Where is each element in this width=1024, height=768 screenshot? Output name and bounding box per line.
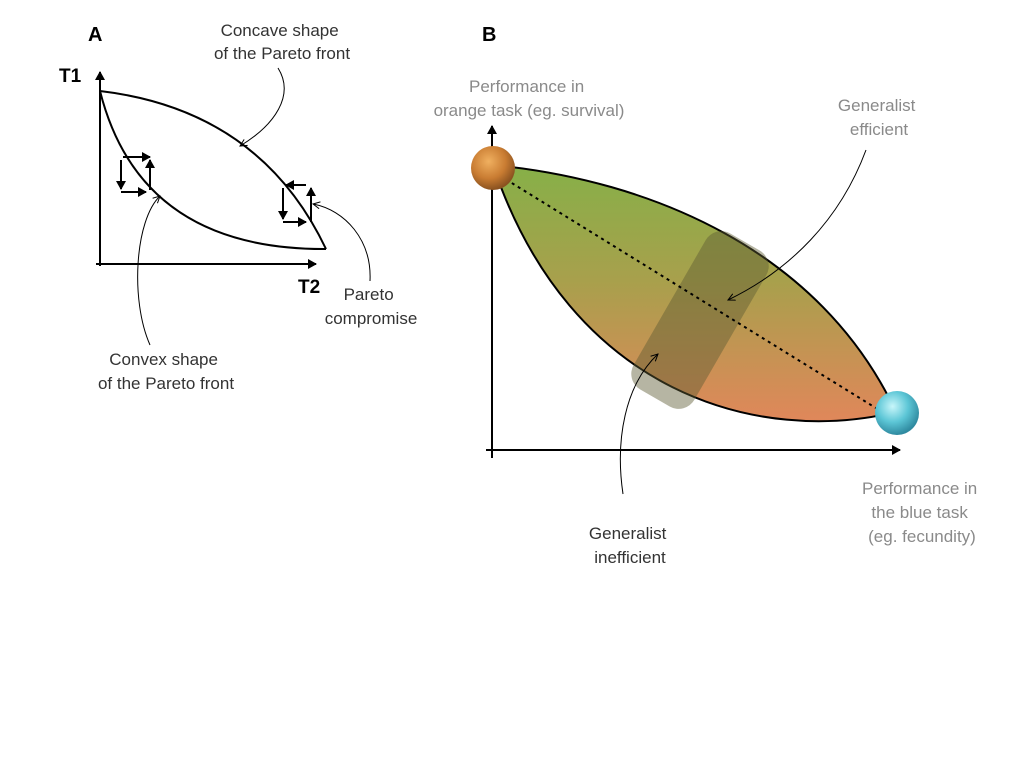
panel-a-x-axis-label: T2 [298,277,320,298]
panel-a-concave-label: Concave shape of the Pareto front [214,21,350,63]
panel-b-inefficient-leader [619,354,658,495]
panel-a: A T1 T2 Concave shape of the Pareto fron… [59,21,417,393]
panel-a-y-axis-label: T1 [59,66,82,87]
generalist-inefficient-label: Generalist inefficient [589,524,671,567]
panel-b-generalist-band [631,231,769,409]
panel-b-efficient-leader [728,149,867,300]
panel-b-linear-tradeoff [493,171,893,419]
panel-a-convex-leader [137,196,160,346]
panel-a-compromise-arrows-right [278,180,316,227]
panel-b: B Performance in orange task (eg. surviv… [434,24,982,567]
panel-a-concave-front [99,90,327,250]
panel-a-compromise-arrows-left [116,152,155,197]
panel-b-letter: B [482,24,496,46]
panel-a-convex-label: Convex shape of the Pareto front [98,350,234,393]
panel-a-concave-leader [240,67,285,146]
blue-task-label: Performance in the blue task (eg. fecund… [862,479,982,546]
panel-a-convex-front [99,90,327,251]
panel-a-letter: A [88,24,102,46]
blue-task-marker [875,391,919,435]
orange-task-marker [471,146,515,190]
generalist-efficient-label: Generalist efficient [838,96,920,139]
panel-a-compromise-leader [313,204,371,282]
orange-task-label: Performance in orange task (eg. survival… [434,77,625,120]
panel-a-compromise-label: Pareto compromise [325,285,418,328]
